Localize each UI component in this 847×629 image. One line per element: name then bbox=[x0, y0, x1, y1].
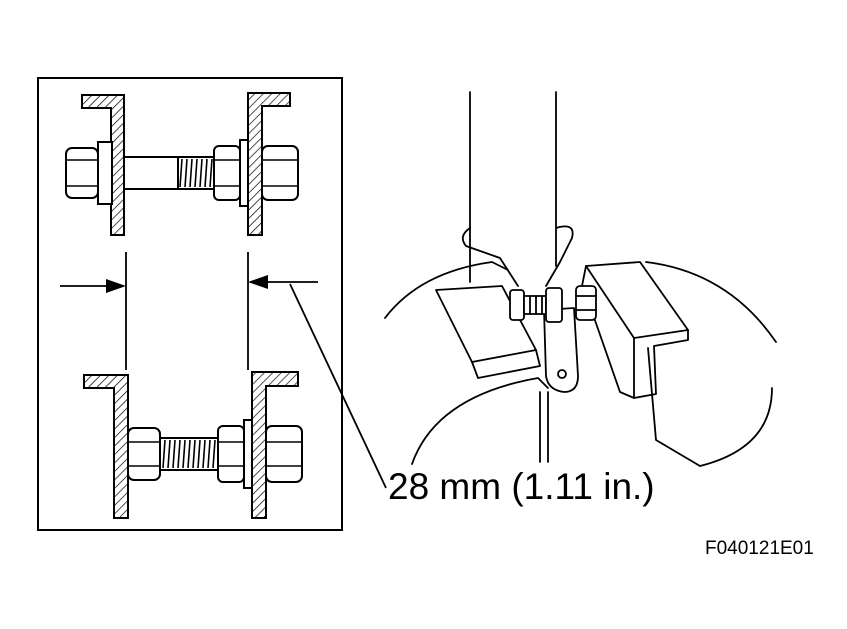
right-body-contour-lower bbox=[699, 387, 773, 467]
upper-bolt-view bbox=[65, 92, 299, 236]
lock-nut bbox=[213, 145, 241, 201]
assembly-lock-nut bbox=[545, 287, 563, 323]
head-washer bbox=[97, 141, 113, 205]
bolt-head-lower bbox=[127, 427, 161, 481]
dimension-label: 28 mm (1.11 in.) bbox=[388, 466, 655, 507]
clamp-right-tab bbox=[545, 225, 574, 287]
nut-washer bbox=[239, 139, 249, 207]
left-bracket-plate bbox=[81, 94, 125, 236]
right-mount-bracket bbox=[585, 261, 689, 339]
link-plate-hole bbox=[557, 369, 567, 379]
assembly-outer-nut bbox=[575, 285, 597, 321]
dimension-marks bbox=[60, 252, 387, 489]
outer-nut bbox=[261, 145, 299, 201]
inset-frame bbox=[37, 77, 343, 531]
leader-line bbox=[289, 283, 387, 489]
link-plate bbox=[543, 307, 579, 393]
right-body-inner bbox=[647, 347, 701, 467]
right-body-contour bbox=[645, 261, 777, 343]
left-mount-bracket-side bbox=[471, 349, 541, 379]
left-bracket-plate-lower bbox=[83, 374, 129, 519]
outer-nut-lower bbox=[265, 425, 303, 483]
right-dimension-arrowhead bbox=[248, 275, 268, 289]
right-bracket-plate bbox=[247, 92, 291, 236]
bolt-head bbox=[65, 147, 99, 199]
left-body-lower-contour bbox=[411, 377, 549, 465]
bolt-shank bbox=[123, 156, 179, 190]
right-bracket-plate-lower bbox=[251, 371, 299, 519]
lower-bolt-view bbox=[83, 371, 303, 519]
right-mount-bracket-side bbox=[633, 329, 689, 399]
assembly-bolt-head bbox=[509, 289, 525, 321]
nut-washer-lower bbox=[243, 419, 253, 489]
clamp-left-tab bbox=[461, 227, 519, 287]
assembly-view bbox=[384, 91, 777, 467]
left-dimension-arrowhead bbox=[106, 279, 126, 293]
figure-code: F040121E01 bbox=[705, 538, 814, 559]
lock-nut-lower bbox=[217, 425, 245, 483]
detail-inset bbox=[37, 77, 387, 531]
left-body-contour bbox=[384, 261, 509, 319]
